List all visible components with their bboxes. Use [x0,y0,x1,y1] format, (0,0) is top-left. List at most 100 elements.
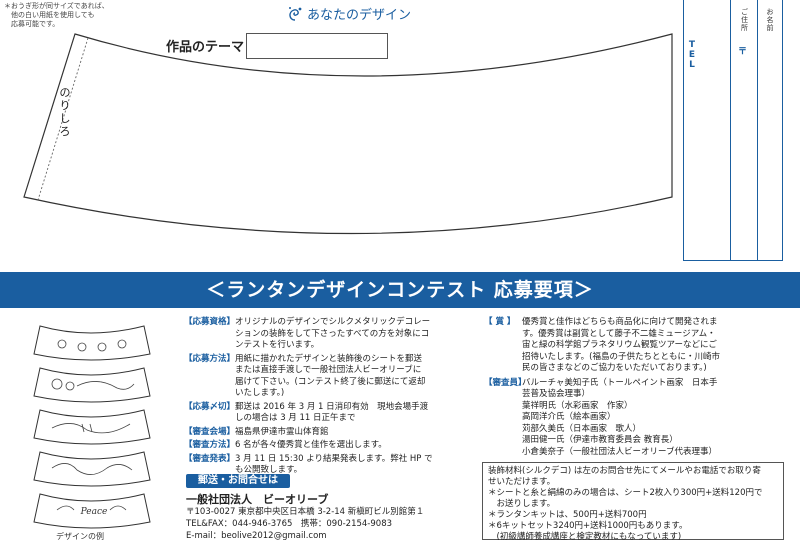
lantern-template [23,33,673,235]
req-value: 郵送は 2016 年 3 月 1 日消印有効 現地会場手渡 しの場合は 3 月 … [235,402,478,425]
req-judging: 【審査方法】 6 名が各々優秀賞と佳作を選出します。 [184,440,478,452]
req-line: しの場合は 3 月 11 日正午まで [235,413,356,423]
req-value: 用紙に描かれたデザインと装飾後のシートを郵送 または直接手渡しで一般社団法人ビー… [235,354,478,400]
prize-section: 【 賞 】 優秀賞と佳作はどちらも商品化に向けて開発されま す。優秀賞は副賞とし… [484,317,784,375]
req-value: 6 名が各々優秀賞と佳作を選出します。 [235,440,478,452]
judge-line: 小倉美奈子（一般社団法人ビーオリーブ代表理事） [522,446,717,457]
note-line: 他の白い用紙を使用しても [4,11,95,19]
req-line: ションの装飾をして下さったすべての方を対象にコ [235,328,430,339]
materials-line: (初級講師養成講座と検定教材にもなっています) [488,532,682,542]
req-line: 郵送は 2016 年 3 月 1 日消印有効 現地会場手渡 [235,401,429,412]
logo-text: あなたのデザイン [307,8,412,23]
address-field[interactable]: ご 住 所 [730,0,758,260]
prize-line: す。優秀賞は副賞として藤子不二雄ミュージアム・ [522,328,716,339]
label-char: 前 [766,24,774,32]
requirements-list: 【応募資格】 オリジナルのデザインでシルクメタリックデコレー ションの装飾をして… [184,317,478,479]
req-deadline: 【応募〆切】 郵送は 2016 年 3 月 1 日消印有効 現地会場手渡 しの場… [184,402,478,425]
judges-value: バルーチャ美知子氏（トールペイント画家 日本手 芸普及協会理事） 葉祥明氏（水彩… [522,378,717,459]
prize-and-judges: 【 賞 】 優秀賞と佳作はどちらも商品化に向けて開発されま す。優秀賞は副賞とし… [484,317,784,461]
judges-section: 【審査員】 バルーチャ美知子氏（トールペイント画家 日本手 芸普及協会理事） 葉… [484,378,784,459]
req-line: ンテストを行います。 [235,340,320,350]
req-line: も公開致します。 [235,465,303,475]
req-line: 福島県伊達市霊山体育館 [235,426,329,437]
name-label: お 名 前 [765,8,775,32]
req-key: 【審査会場】 [184,426,236,437]
req-line: いたします。) [235,388,285,398]
prize-line: 優秀賞と佳作はどちらも商品化に向けて開発されま [522,317,718,327]
note-line: ＊おうぎ形が同サイズであれば、 [4,2,109,10]
glue-char: ろ [59,125,71,138]
label-char: 所 [741,24,748,32]
req-line: 用紙に描かれたデザインと装飾後のシートを郵送 [235,353,423,364]
judge-line: 高岡洋介氏（絵本画家） [522,412,616,422]
judge-line: 葉祥明氏（水彩画家 作家） [522,400,633,411]
contact-info: 〒103-0027 東京都中央区日本橋 3-2-14 新槇町ビル別館第１ TEL… [186,506,424,542]
req-venue: 【審査会場】 福島県伊達市霊山体育館 [184,427,478,439]
contact-email[interactable]: E-mail：beolive2012@gmail.com [186,531,327,541]
tel-label: T E L [687,40,697,70]
contact-address: 〒103-0027 東京都中央区日本橋 3-2-14 新槇町ビル別館第１ [186,507,425,517]
label-char: ご [741,8,748,16]
label-char: E [688,50,696,60]
label-char: 住 [741,16,748,24]
label-char: T [688,40,696,50]
req-key: 【応募〆切】 [184,401,236,412]
judge-line: 苅部久美氏（日本画家 歌人） [522,423,642,434]
materials-line: ＊6キットセット3240円+送料1000円もあります。 [488,521,688,531]
examples-caption: デザインの例 [56,532,104,541]
prize-key: 【 賞 】 [484,317,516,327]
design-examples: Peace [12,318,168,534]
req-line: または直接手渡しで一般社団法人ビーオリーブに [235,365,422,375]
req-eligibility: 【応募資格】 オリジナルのデザインでシルクメタリックデコレー ションの装飾をして… [184,317,478,352]
req-value: 福島県伊達市霊山体育館 [235,427,478,439]
label-char: お [766,8,774,16]
note-line: 応募可能です。 [4,20,60,28]
design-example-images: Peace [33,325,151,529]
zip-mark: 〒 [738,47,748,57]
glue-margin-label: の り し ろ [57,86,73,138]
req-announcement: 【審査発表】 3 月 11 日 15:30 より結果発表します。弊社 HP で … [184,454,478,477]
label-char: 名 [766,16,774,24]
prize-line: 宙と緑の科学館プラネタリウム観覧ツアーなどにご [522,340,717,350]
req-value: オリジナルのデザインでシルクメタリックデコレー ションの装飾をして下さったすべて… [235,317,478,352]
judge-line: 湯田健一氏（伊達市教育委員会 教育長） [522,435,678,445]
req-line: 3 月 11 日 15:30 より結果発表します。弊社 HP で [235,453,433,464]
glue-char: し [59,112,71,125]
materials-line: 装飾材料(シルクデコ) は左のお問合せ先にてメールやお電話でお取り寄 [488,466,761,476]
req-line: 6 名が各々優秀賞と佳作を選出します。 [235,440,387,450]
materials-line: ＊ランタンキットは、500円+送料700円 [488,510,647,520]
materials-line: ＊シートと糸と絹綿のみの場合は、シート2枚入り300円+送料120円で [488,488,763,498]
judge-line: バルーチャ美知子氏（トールペイント画家 日本手 [522,377,718,388]
size-note: ＊おうぎ形が同サイズであれば、 他の白い用紙を使用しても 応募可能です。 [4,2,109,29]
materials-box: 装飾材料(シルクデコ) は左のお問合せ先にてメールやお電話でお取り寄 せいただけ… [482,462,784,542]
label-char: L [689,60,695,70]
entry-form [683,0,783,261]
req-value: 3 月 11 日 15:30 より結果発表します。弊社 HP で も公開致します… [235,454,478,477]
theme-input[interactable] [246,33,388,59]
name-field[interactable]: お 名 前 [757,0,782,260]
contact-phone: TEL&FAX：044-946-3765 携帯：090-2154-9083 [186,519,393,529]
req-key: 【審査方法】 [184,440,236,450]
glue-char: の [59,86,71,99]
req-line: 届けて下さい。(コンテスト終了後に郵送にて返却 [235,376,426,387]
organization-name: 一般社団法人 ビーオリーブ [186,493,329,506]
contest-banner: ＜ランタンデザインコンテスト 応募要項＞ [0,272,800,308]
prize-line: 招待いたします。(福島の子供たちとともに・川崎市 [522,351,720,362]
req-key: 【審査発表】 [184,453,236,464]
req-method: 【応募方法】 用紙に描かれたデザインと装飾後のシートを郵送 または直接手渡しで一… [184,354,478,400]
materials-line: お送りします。 [488,499,556,509]
req-key: 【応募方法】 [184,353,236,364]
judge-line: 芸普及協会理事） [522,389,591,399]
inquiry-header: 郵送・お問合せは [186,474,290,488]
swirl-logo-icon [289,6,302,21]
materials-line: せいただけます。 [488,477,556,487]
req-key: 【応募資格】 [184,317,236,327]
prize-value: 優秀賞と佳作はどちらも商品化に向けて開発されま す。優秀賞は副賞として藤子不二雄… [522,317,720,375]
theme-label: 作品のテーマ [166,40,245,55]
address-label: ご 住 所 [740,8,750,32]
req-line: オリジナルのデザインでシルクメタリックデコレー [235,317,431,327]
svg-text:Peace: Peace [80,507,108,517]
prize-line: 民の皆さまなどのご協力をいただいております。) [522,363,707,373]
logo: あなたのデザイン [286,4,411,23]
judges-key: 【審査員】 [484,377,527,388]
